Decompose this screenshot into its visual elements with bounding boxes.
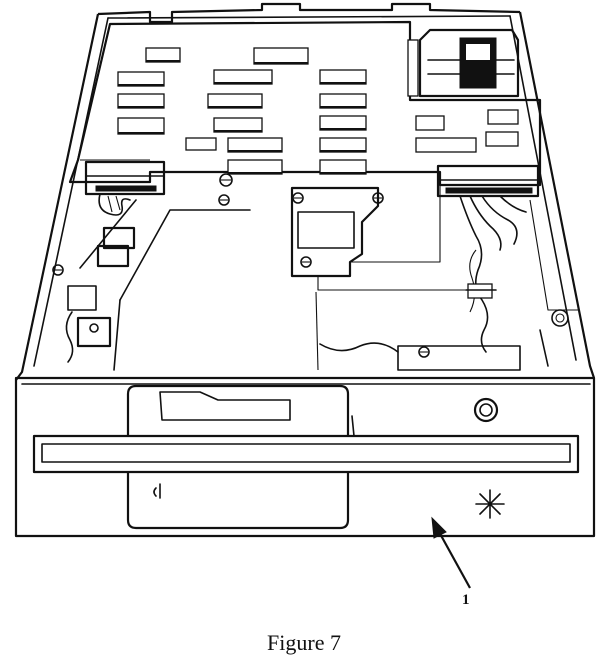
- screws: [52, 173, 569, 358]
- left-edge-connector: [84, 160, 166, 216]
- screw: [551, 309, 569, 327]
- latch-notch: [153, 483, 161, 499]
- ic-chip: [415, 137, 477, 153]
- ic-chip: [319, 69, 367, 85]
- front-bezel: [14, 376, 596, 538]
- screw: [300, 256, 312, 268]
- disk-slot: [32, 434, 580, 474]
- ic-chip: [485, 131, 519, 147]
- internal-rails: [113, 199, 580, 371]
- ic-chip: [117, 93, 165, 109]
- stepper-motor-bracket: [407, 28, 520, 98]
- callout-label-1: 1: [462, 592, 470, 608]
- ic-chip: [145, 47, 181, 63]
- screw: [292, 192, 304, 204]
- ic-chip: [319, 137, 367, 153]
- ic-chip: [487, 109, 519, 125]
- left-sensor-assembly: [65, 199, 399, 363]
- callout-arrow: [431, 516, 471, 589]
- screw: [418, 346, 430, 358]
- door-latch: [126, 384, 350, 530]
- screw: [218, 194, 230, 206]
- center-mounting-plate: [290, 180, 470, 291]
- ic-chip: [253, 47, 309, 65]
- ic-chip: [319, 115, 367, 131]
- asterisk-mark: [475, 489, 505, 519]
- ic-chip: [415, 115, 445, 131]
- activity-led: [473, 397, 499, 423]
- ic-chip: [117, 71, 165, 87]
- ic-chip: [117, 117, 165, 135]
- figure-caption: Figure 7: [267, 630, 341, 655]
- screw: [219, 173, 233, 187]
- ic-chip: [213, 69, 273, 85]
- ic-chip: [319, 93, 367, 109]
- ic-chip: [213, 117, 263, 133]
- ic-chip: [207, 93, 263, 109]
- ic-chip: [227, 159, 283, 175]
- ic-chip: [319, 159, 367, 175]
- ic-chip: [185, 137, 217, 151]
- screw: [52, 264, 64, 276]
- ic-chip: [227, 137, 283, 153]
- ic-chips: [117, 47, 519, 175]
- screw: [372, 192, 384, 204]
- right-edge-connector: [436, 164, 540, 353]
